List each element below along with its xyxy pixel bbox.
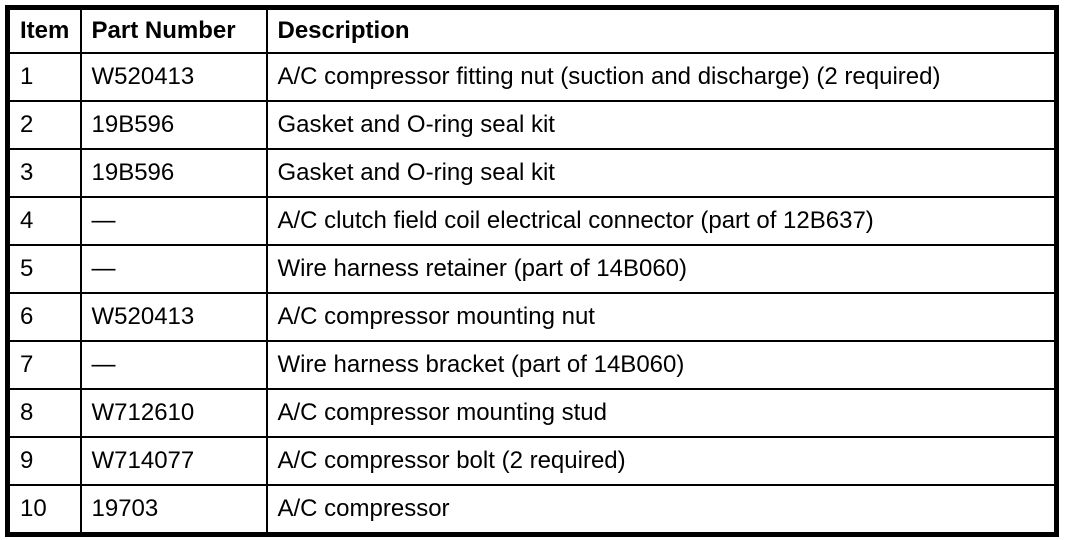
cell-part-number: W714077	[79, 436, 268, 486]
cell-description: A/C compressor mounting stud	[265, 388, 1058, 438]
cell-item: 1	[6, 52, 82, 102]
cell-description: A/C compressor	[265, 484, 1058, 536]
cell-part-number: —	[79, 196, 268, 246]
cell-part-number: W712610	[79, 388, 268, 438]
cell-description: Gasket and O-ring seal kit	[265, 100, 1058, 150]
cell-item: 6	[6, 292, 82, 342]
cell-description: Wire harness retainer (part of 14B060)	[265, 244, 1058, 294]
cell-part-number: —	[79, 340, 268, 390]
table-row: 5—Wire harness retainer (part of 14B060)	[6, 244, 1058, 294]
cell-item: 7	[6, 340, 82, 390]
cell-description: Gasket and O-ring seal kit	[265, 148, 1058, 198]
cell-item: 8	[6, 388, 82, 438]
cell-description: A/C compressor fitting nut (suction and …	[265, 52, 1058, 102]
cell-item: 5	[6, 244, 82, 294]
cell-part-number: 19703	[79, 484, 268, 536]
cell-description: A/C clutch field coil electrical connect…	[265, 196, 1058, 246]
cell-item: 4	[6, 196, 82, 246]
column-header-part-number: Part Number	[79, 6, 268, 54]
cell-part-number: W520413	[79, 52, 268, 102]
cell-item: 3	[6, 148, 82, 198]
column-header-item: Item	[6, 6, 82, 54]
cell-part-number: 19B596	[79, 148, 268, 198]
table-row: 4—A/C clutch field coil electrical conne…	[6, 196, 1058, 246]
cell-description: Wire harness bracket (part of 14B060)	[265, 340, 1058, 390]
header-row: Item Part Number Description	[6, 6, 1058, 54]
cell-description: A/C compressor bolt (2 required)	[265, 436, 1058, 486]
cell-item: 9	[6, 436, 82, 486]
cell-description: A/C compressor mounting nut	[265, 292, 1058, 342]
table-row: 7—Wire harness bracket (part of 14B060)	[6, 340, 1058, 390]
cell-item: 2	[6, 100, 82, 150]
cell-item: 10	[6, 484, 82, 536]
cell-part-number: 19B596	[79, 100, 268, 150]
column-header-description: Description	[265, 6, 1058, 54]
cell-part-number: W520413	[79, 292, 268, 342]
cell-part-number: —	[79, 244, 268, 294]
